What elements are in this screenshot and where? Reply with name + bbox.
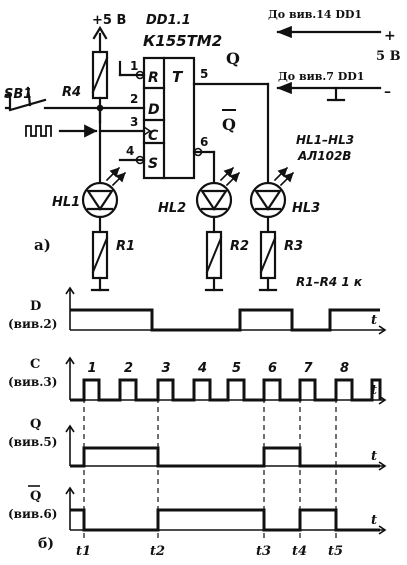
power-arrow [92,25,108,40]
chip-name-label: DD1.1 [146,13,191,28]
chip-type-label: К155ТМ2 [143,32,222,50]
signal-q-pin: (вив.5) [8,435,57,449]
pulse-number-7: 7 [304,361,314,376]
pulse-number-6: 6 [268,361,277,376]
wave-c [70,378,382,402]
chip-s-invert [135,155,145,165]
led-hl3 [249,166,295,219]
part-b-label: б) [38,536,54,552]
signal-d-name: D [30,299,41,314]
qbar-output-label: Q [222,115,236,134]
marker-label-3: t3 [256,544,271,559]
hl1-label: HL1 [52,195,80,210]
wave-qbar [70,508,380,532]
pin-s-label: S [148,156,158,172]
part-a-label: а) [34,236,51,254]
trigger-symbol: T [172,68,184,86]
supply-minus: – [384,84,391,100]
led-type: АЛ102В [297,149,351,163]
supply-plus: + [384,28,396,44]
resistor-r3-slash [259,236,277,274]
marker-label-4: t4 [292,544,307,559]
resistor-r4-slash [91,56,109,94]
schematic [4,25,382,292]
axis-q-arrow [378,461,387,471]
power-pin14-label: До вив.14 DD1 [268,8,362,21]
chip-r-invert [135,70,145,80]
chip-dd1-body [142,56,196,180]
axis-q-yarrow [65,424,75,433]
led-hl2 [195,166,241,219]
power-pin7-label: До вив.7 DD1 [278,70,364,83]
pulse-number-5: 5 [232,361,241,376]
hl3-label: HL3 [292,201,320,216]
resistor-r2-slash [205,236,223,274]
pin-num-s: 4 [126,144,134,158]
r3-label: R3 [284,239,303,254]
signal-qbar-name: Q [30,489,41,504]
signal-q-name: Q [30,417,41,432]
pin-num-c: 3 [130,115,138,129]
switch-label: SB1 [4,87,32,102]
r4-label: R4 [62,85,81,100]
pin-num-qbar: 6 [200,135,208,149]
pin-r-label: R [148,70,159,86]
pulse-number-8: 8 [340,361,349,376]
axis-qbar-label: t [371,513,377,528]
hl2-label: HL2 [158,201,186,216]
led-type-range: HL1–HL3 [296,133,354,147]
switch-sb1-ground [4,93,12,110]
marker-label-2: t2 [150,544,165,559]
chip-clock-edge [142,125,152,137]
pulse-number-1: 1 [88,361,97,376]
switch-sb1-lever [8,98,47,112]
axis-qbar-yarrow [65,486,75,495]
r2-label: R2 [230,239,249,254]
led-hl1 [81,166,127,219]
pulse-number-4: 4 [197,361,207,376]
pulse-number-3: 3 [162,361,171,376]
supply-value: 5 В [376,49,401,64]
signal-labels: D (вив.2) C (вив.3) Q (вив.5) Q (вив.6) … [8,299,57,552]
axis-d-label: t [371,313,377,328]
axis-c-label: t [371,383,377,398]
clock-pulse-symbol [25,125,52,137]
axis-q-label: t [371,449,377,464]
resistor-note: R1–R4 1 к [296,275,363,289]
marker-label-5: t5 [328,544,343,559]
signal-c-name: C [30,357,40,372]
r1-label: R1 [116,239,135,254]
pin-num-q: 5 [200,67,208,81]
pin-num-d: 2 [130,92,138,106]
signal-d-pin: (вив.2) [8,317,57,331]
wave-q [70,446,380,468]
q-output-label: Q [226,49,240,68]
schematic-labels: +5 В DD1.1 К155ТМ2 T R D C S 1 2 3 4 5 6… [4,8,401,289]
chip-qbar-invert [193,147,203,157]
axis-d-yarrow [65,286,75,295]
axis-d-arrow [378,325,387,335]
pin-num-r: 1 [130,59,138,73]
signal-c-pin: (вив.3) [8,375,57,389]
axis-c-yarrow [65,356,75,365]
pin-d-label: D [148,102,160,118]
resistor-r1-slash [91,236,109,274]
switch-sb1-contact [26,86,32,107]
pin-c-label: C [148,128,159,144]
wave-d [70,308,380,332]
pulse-number-2: 2 [124,361,133,376]
marker-label-1: t1 [76,544,91,559]
power-label: +5 В [92,13,126,28]
signal-qbar-pin: (вив.6) [8,507,57,521]
axis-qbar-arrow [378,525,387,535]
